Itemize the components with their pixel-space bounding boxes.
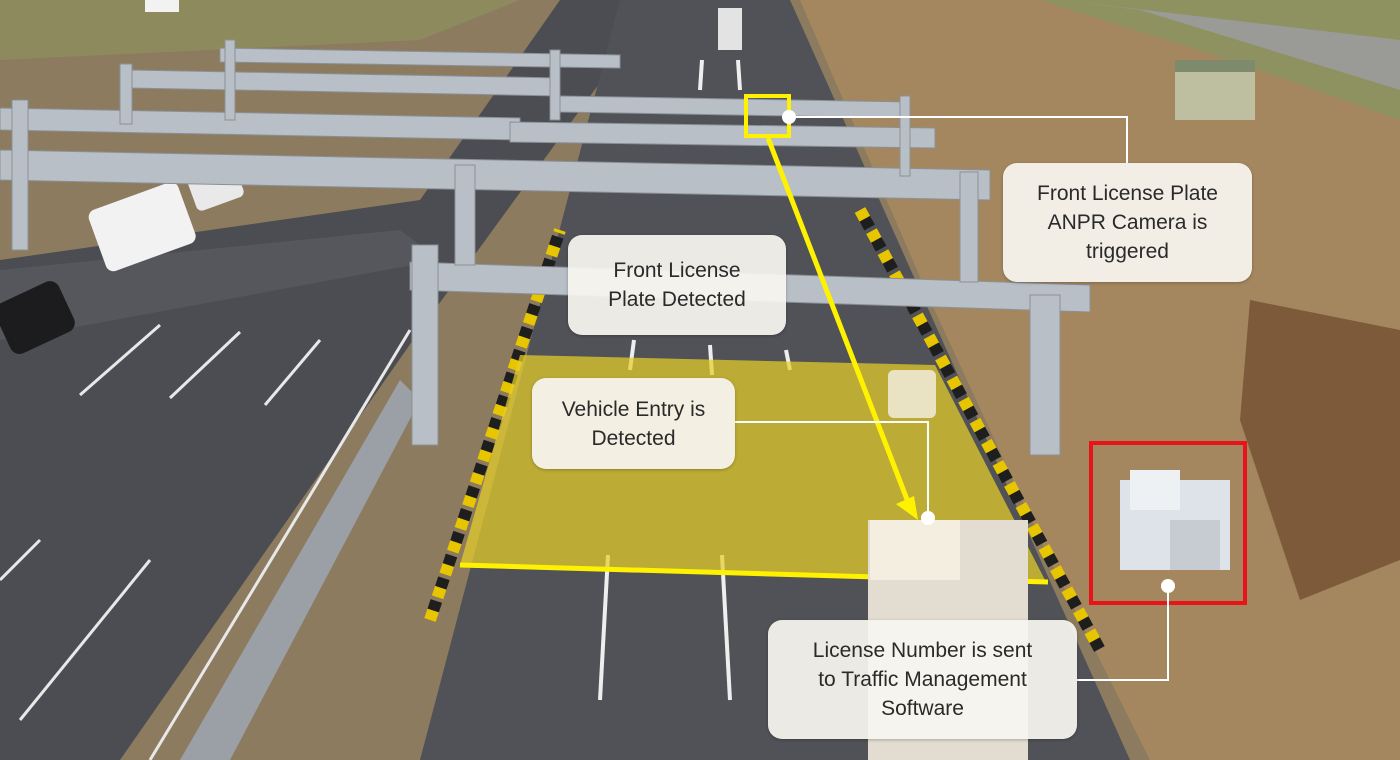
vehicle-entry-callout: Vehicle Entry is Detected xyxy=(532,378,735,469)
detection-arrowhead xyxy=(896,496,918,520)
leader-dots xyxy=(782,110,1175,593)
grass-left xyxy=(0,0,520,60)
plate-detected-callout: Front License Plate Detected xyxy=(568,235,786,335)
median-barrier xyxy=(180,380,420,760)
trench xyxy=(1240,300,1400,600)
utility-hut xyxy=(1175,60,1255,120)
roadside-equipment xyxy=(1120,470,1230,570)
left-lane-markings xyxy=(0,323,412,760)
software-callout: License Number is sent to Traffic Manage… xyxy=(768,620,1077,739)
detection-arrow-line xyxy=(765,137,911,503)
service-road xyxy=(1060,0,1400,90)
anpr-camera-callout: Front License Plate ANPR Camera is trigg… xyxy=(1003,163,1252,282)
leader-lines xyxy=(735,116,1169,681)
